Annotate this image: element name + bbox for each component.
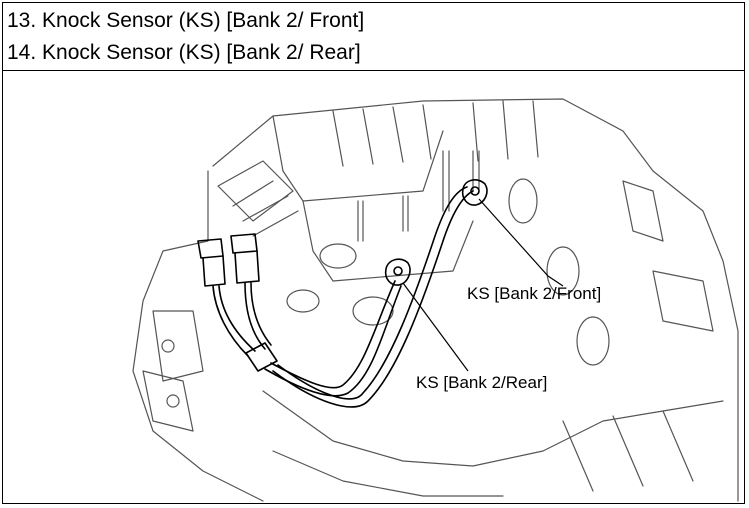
cylinder-bore-2	[352, 296, 394, 326]
cylinder-bore-1	[319, 243, 357, 269]
leader-rear	[402, 282, 469, 372]
connector-2	[230, 233, 258, 254]
stud-1	[357, 200, 364, 242]
stud-2	[402, 195, 409, 232]
engine-drawing	[132, 98, 739, 502]
item-13-title: 13. Knock Sensor (KS) [Bank 2/ Front]	[7, 9, 365, 32]
stud-3	[442, 150, 450, 212]
engine-illustration: KS [Bank 2/Front] KS [Bank 2/Rear]	[3, 71, 744, 503]
item-14-title: 14. Knock Sensor (KS) [Bank 2/ Rear]	[7, 41, 361, 64]
ks-bank2-rear-label: KS [Bank 2/Rear]	[416, 373, 548, 392]
ks-front-sensor	[461, 179, 488, 206]
header-section: 13. Knock Sensor (KS) [Bank 2/ Front] 14…	[3, 3, 744, 71]
cylinder-bore-3	[286, 289, 320, 313]
ks-rear-sensor	[384, 258, 411, 286]
ks-bank2-front-label: KS [Bank 2/Front]	[467, 284, 602, 303]
leader-front	[478, 198, 564, 287]
engine-block-outline	[212, 98, 739, 502]
harness-clip	[245, 342, 278, 372]
